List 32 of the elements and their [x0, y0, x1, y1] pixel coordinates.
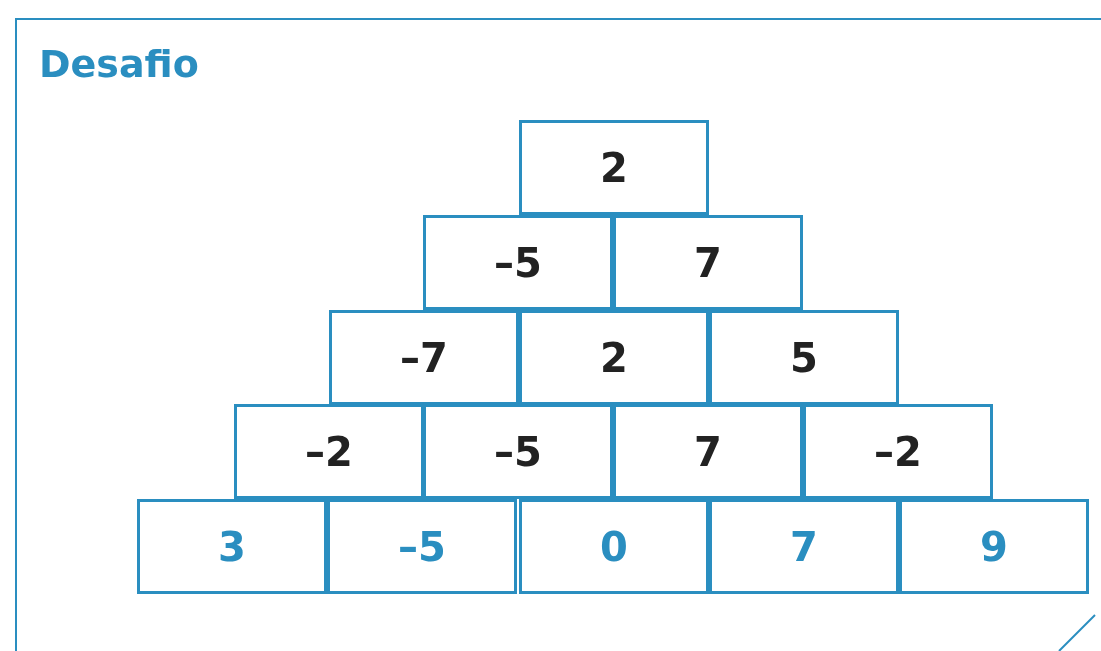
number: –5 [494, 428, 542, 475]
number-box [519, 499, 709, 594]
number: 2 [600, 144, 628, 191]
number-box [423, 404, 613, 499]
number-box [613, 404, 803, 499]
number: 7 [694, 239, 722, 286]
number-box [899, 499, 1089, 594]
number-box [423, 215, 613, 310]
number: 7 [790, 523, 818, 570]
panel-heading: Desafio [39, 42, 199, 86]
number: –2 [305, 428, 353, 475]
number-box [519, 120, 709, 215]
number-box [234, 404, 424, 499]
number-box [519, 310, 709, 405]
number-box [329, 310, 519, 405]
number: –5 [398, 523, 446, 570]
number: –7 [400, 334, 448, 381]
number: 2 [600, 334, 628, 381]
number: –5 [494, 239, 542, 286]
number-box [709, 310, 899, 405]
number: 7 [694, 428, 722, 475]
number-box [803, 404, 993, 499]
number: –2 [874, 428, 922, 475]
number-box [327, 499, 517, 594]
number-box [709, 499, 899, 594]
number: 5 [790, 334, 818, 381]
number: 0 [600, 523, 628, 570]
number: 3 [218, 523, 246, 570]
number-box [613, 215, 803, 310]
number: 9 [980, 523, 1008, 570]
number-box [137, 499, 327, 594]
challenge-panel [15, 18, 1101, 651]
